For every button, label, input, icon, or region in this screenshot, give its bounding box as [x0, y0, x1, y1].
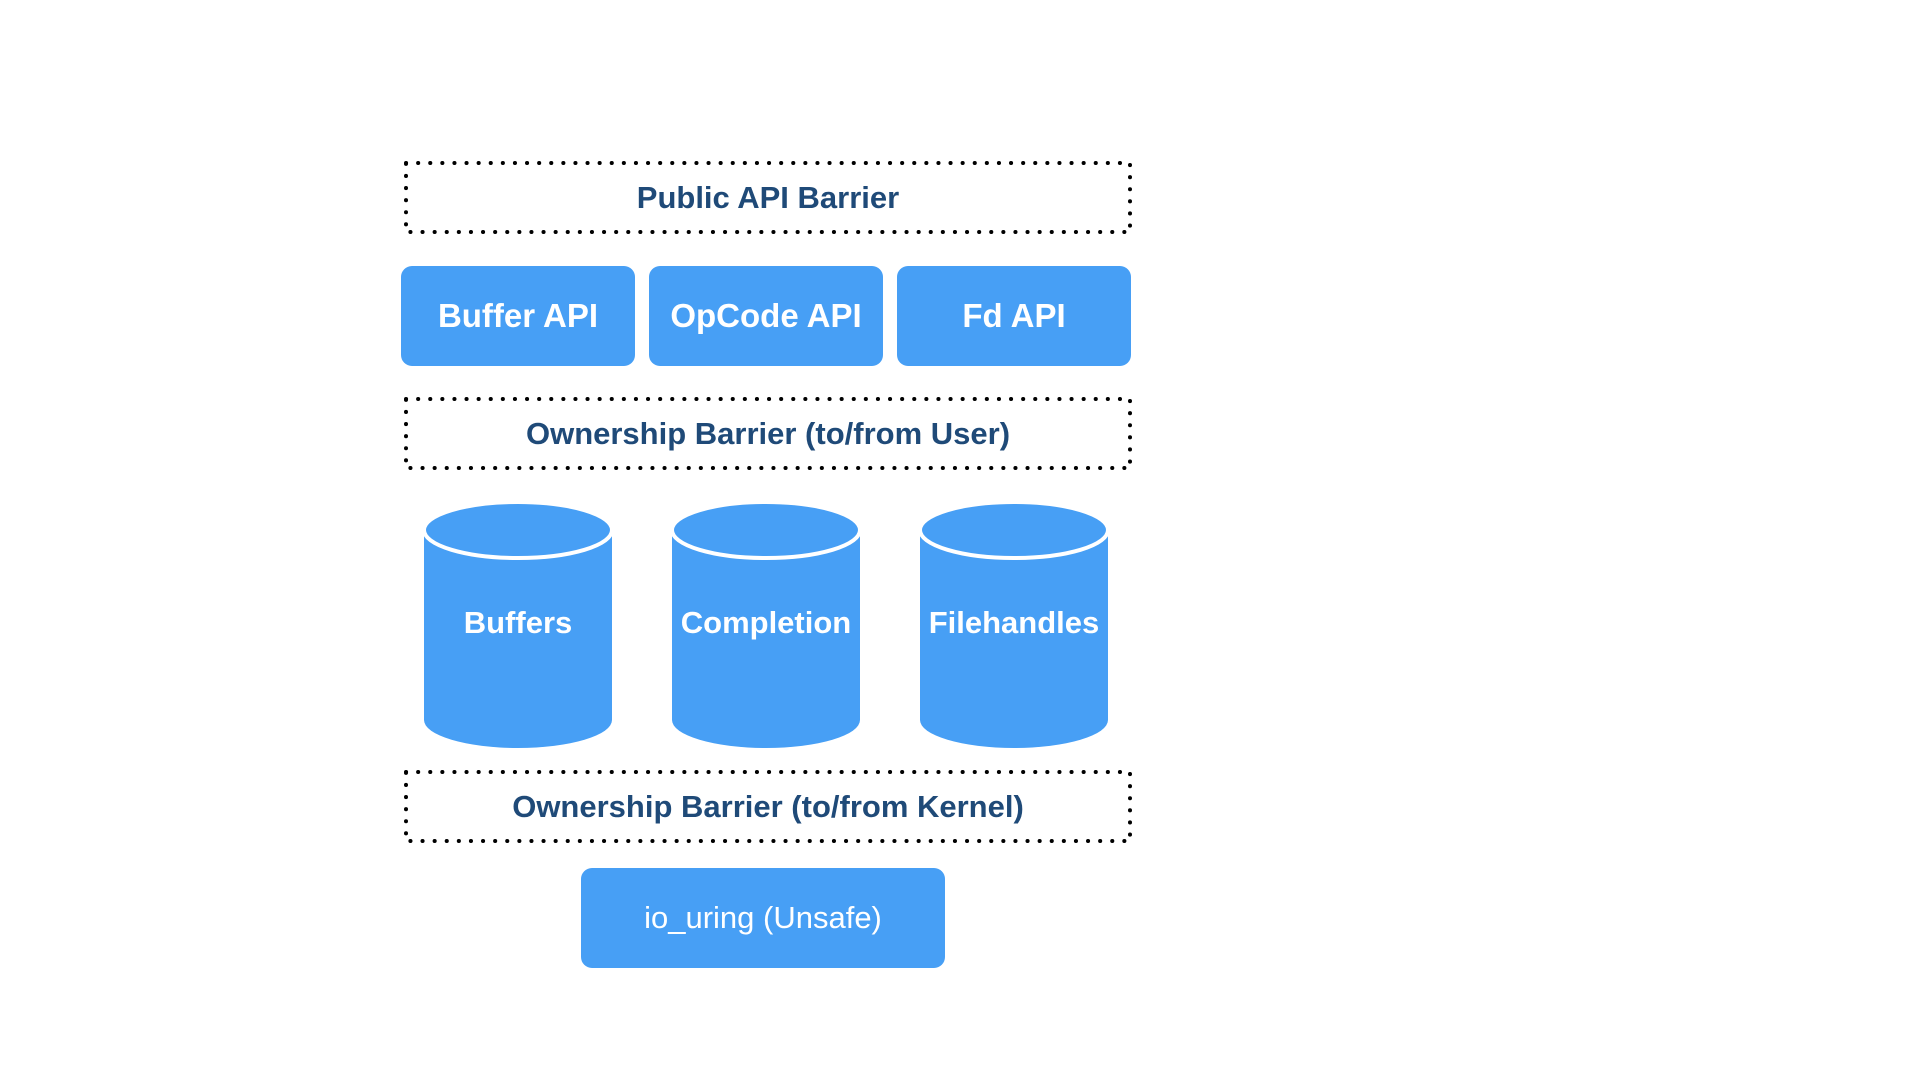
dotted-border [404, 161, 1132, 234]
buffer-api-box: Buffer API [401, 266, 635, 366]
fd-api-label: Fd API [962, 297, 1066, 334]
ownership-user-barrier: Ownership Barrier (to/from User) [404, 397, 1132, 470]
cylinder-shape [422, 500, 614, 748]
cylinder-shape [918, 500, 1110, 748]
opcode-api-label: OpCode API [670, 297, 862, 334]
ownership-user-barrier-label: Ownership Barrier (to/from User) [525, 415, 1011, 451]
buffers-store: Buffers [422, 500, 614, 750]
completion-label: Completion [680, 605, 852, 640]
opcode-api-box: OpCode API [649, 266, 883, 366]
buffers-label: Buffers [463, 605, 573, 640]
completion-store: Completion [670, 500, 862, 750]
filehandles-store: Filehandles [918, 500, 1110, 750]
ownership-kernel-barrier: Ownership Barrier (to/from Kernel) [404, 770, 1132, 843]
io-uring-box: io_uring (Unsafe) [581, 868, 945, 968]
buffer-api-label: Buffer API [437, 297, 599, 334]
filehandles-label: Filehandles [928, 605, 1100, 640]
public-api-barrier-label: Public API Barrier [636, 179, 900, 215]
ownership-kernel-barrier-label: Ownership Barrier (to/from Kernel) [512, 788, 1024, 824]
fd-api-box: Fd API [897, 266, 1131, 366]
public-api-barrier: Public API Barrier [404, 161, 1132, 234]
cylinder-shape [670, 500, 862, 748]
io-uring-label: io_uring (Unsafe) [644, 900, 882, 935]
dotted-border [404, 397, 1132, 470]
dotted-border [404, 770, 1132, 843]
